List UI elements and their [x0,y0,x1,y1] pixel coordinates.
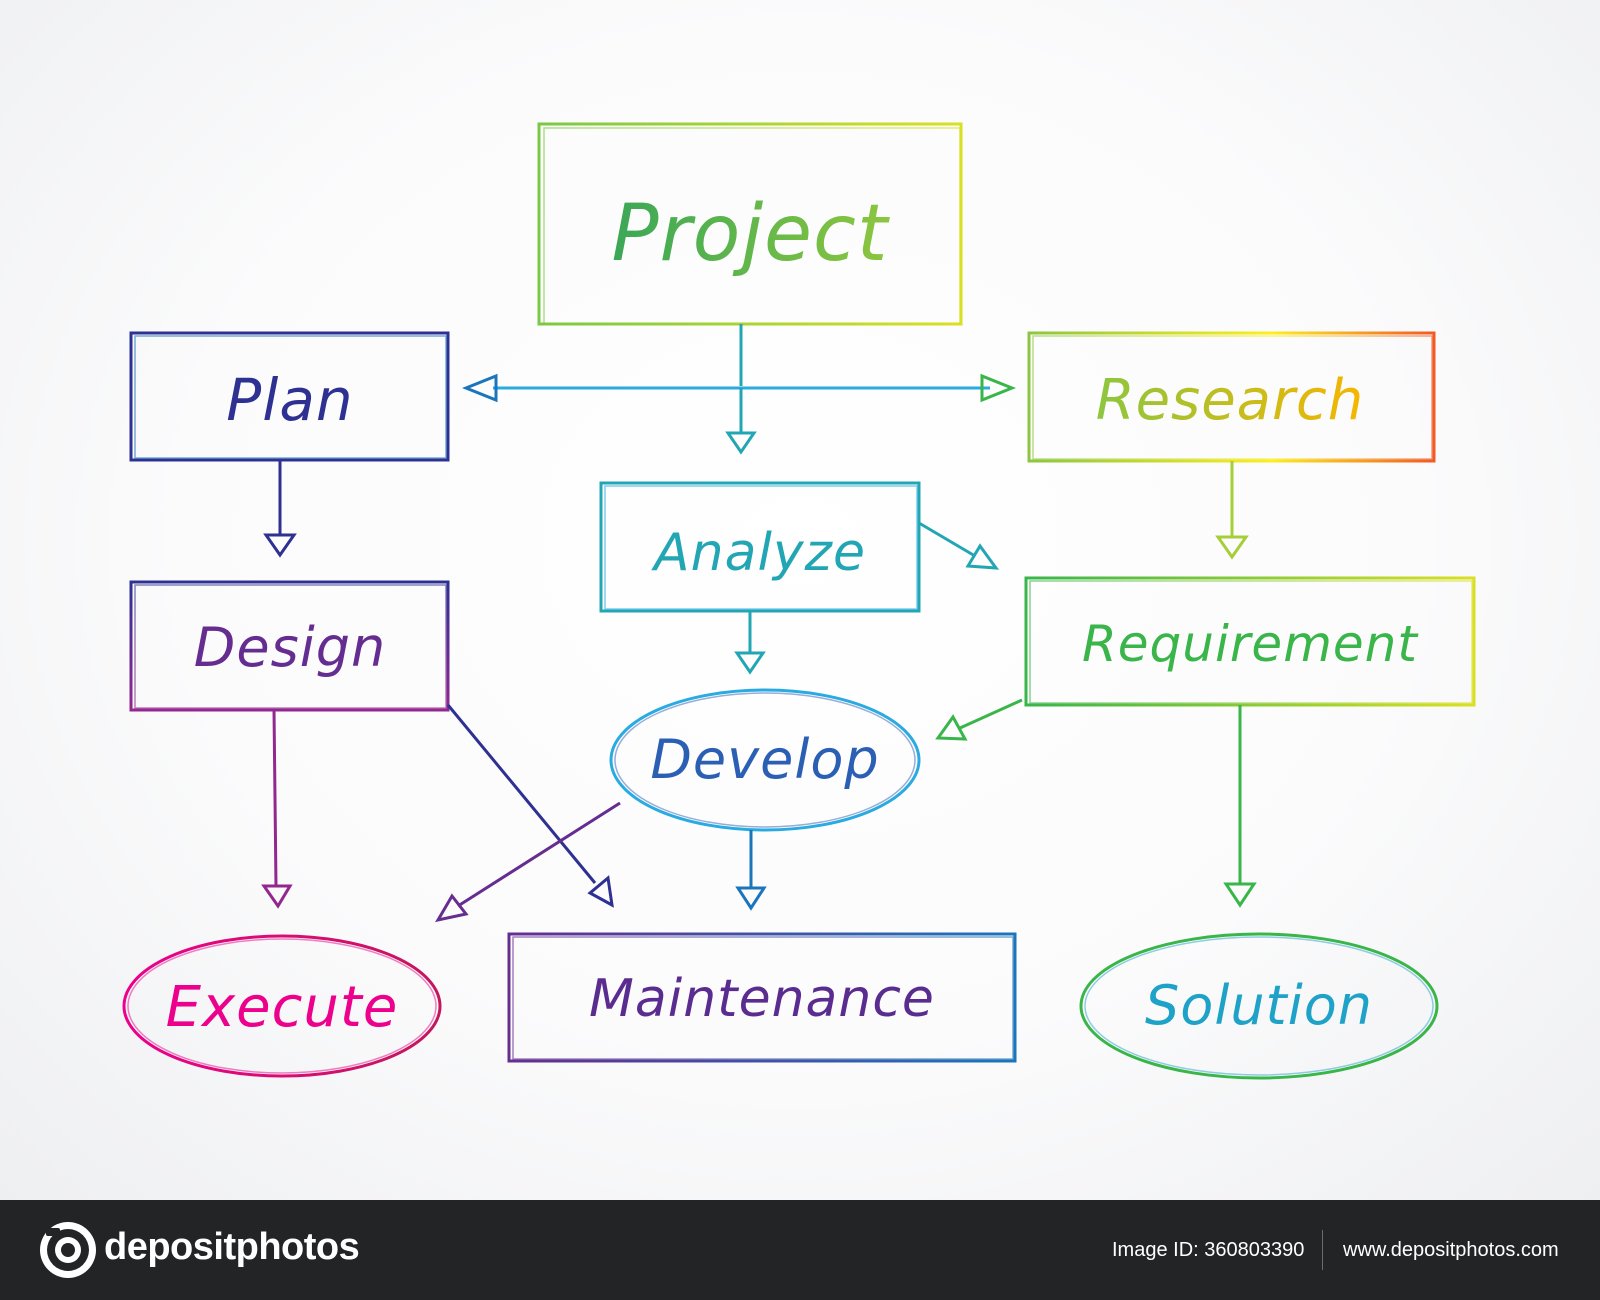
node-requirement-label: Requirement [1082,615,1419,673]
connector-research-requirement [1215,461,1249,560]
connector-develop-maintenance [735,830,767,911]
node-solution: Solution [1079,932,1439,1080]
diagram-canvas: Project Plan Research Analyze Design Req… [0,0,1600,1200]
node-plan-label: Plan [226,366,353,434]
node-execute: Execute [122,934,442,1078]
node-design: Design [129,580,450,712]
node-analyze: Analyze [599,481,921,613]
node-design-label: Design [194,616,386,679]
image-id-label: Image ID: 360803390 [1112,1239,1305,1261]
node-maintenance: Maintenance [507,932,1017,1063]
node-research-label: Research [1096,368,1365,433]
connector-design-maintenance [446,704,614,908]
camera-logo-icon [40,1222,96,1278]
footer-divider [1322,1230,1323,1270]
site-url: www.depositphotos.com [1343,1239,1559,1261]
node-project-label: Project [612,189,890,279]
connector-analyze-develop [734,611,766,675]
connector-requirement-develop [935,698,1023,741]
node-maintenance-label: Maintenance [589,969,935,1029]
connector-requirement-solution [1223,705,1257,908]
node-project: Project [537,122,963,326]
connector-plan-design [263,460,297,558]
node-develop-label: Develop [650,728,879,791]
connector-design-execute [261,709,293,909]
stock-footer-bar: depositphotos Image ID: 360803390 www.de… [0,1200,1600,1300]
connector-project-plan-research [461,324,1017,403]
node-execute-label: Execute [166,975,399,1040]
node-research: Research [1027,331,1436,463]
connector-project-analyze [725,388,757,455]
node-plan: Plan [129,331,450,462]
node-solution-label: Solution [1145,974,1373,1037]
flowchart: Project Plan Research Analyze Design Req… [122,122,1476,1080]
node-develop: Develop [609,688,921,832]
node-analyze-label: Analyze [651,523,866,583]
connector-develop-execute [434,801,621,923]
node-requirement: Requirement [1024,576,1476,707]
connector-analyze-requirement [918,521,1000,570]
brand-name: depositphotos [104,1226,360,1268]
